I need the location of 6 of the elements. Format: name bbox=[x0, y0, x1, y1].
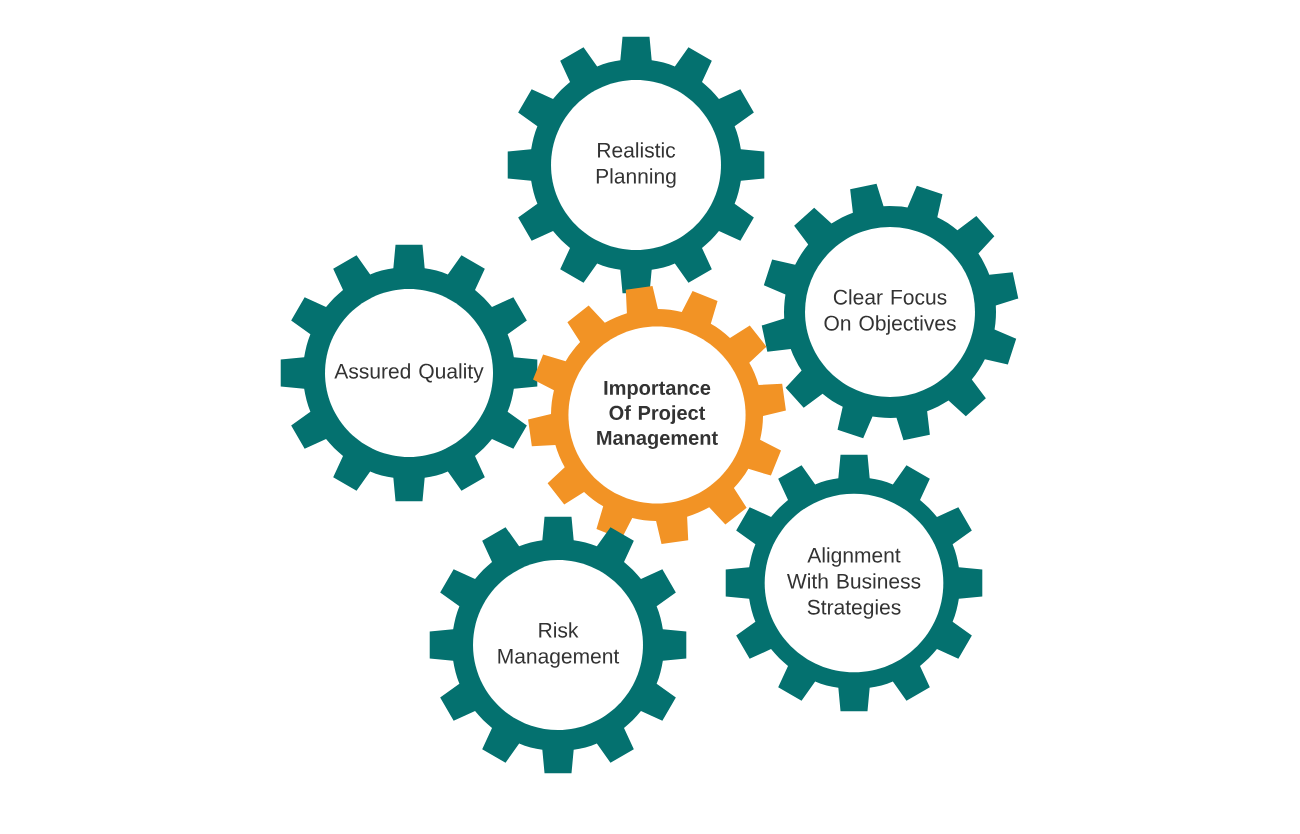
gear: Risk Management bbox=[429, 516, 687, 774]
gear: Importance Of Project Management bbox=[528, 286, 786, 544]
gear: Clear Focus On Objectives bbox=[761, 183, 1019, 441]
gear: Alignment With Business Strategies bbox=[725, 454, 983, 712]
gear: Realistic Planning bbox=[507, 36, 765, 294]
gear: Assured Quality bbox=[280, 244, 538, 502]
